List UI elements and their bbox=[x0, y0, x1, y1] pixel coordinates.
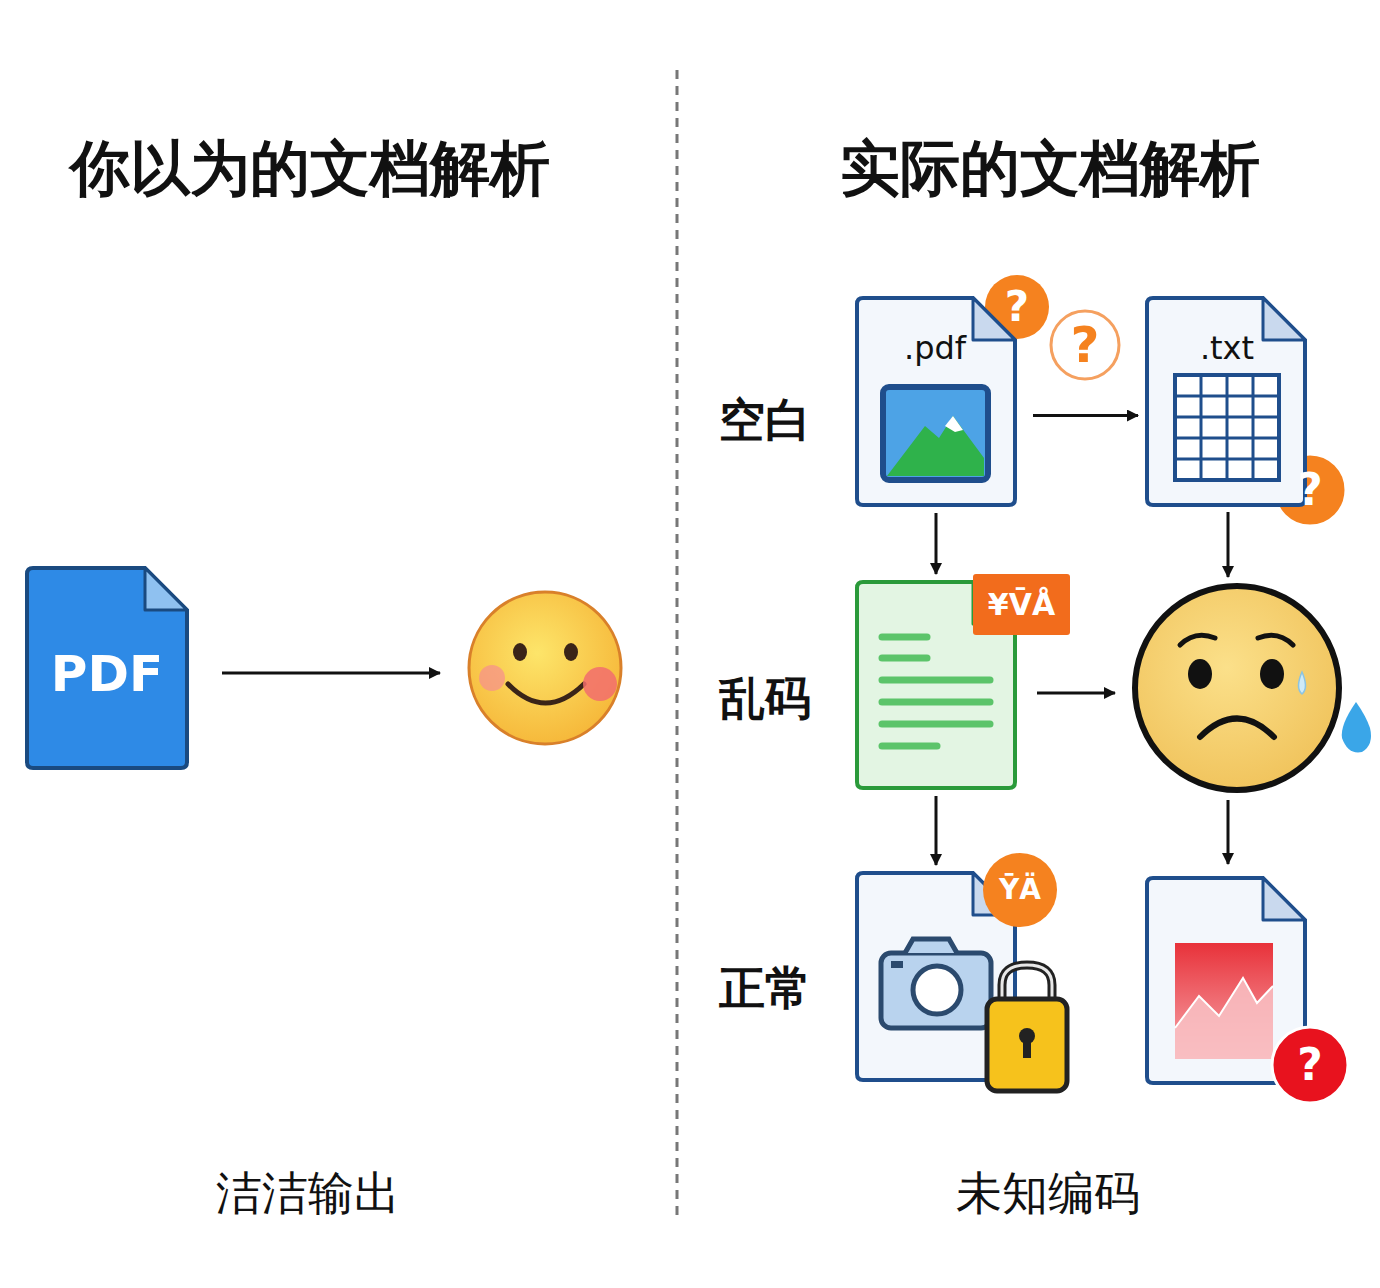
flow-arrow bbox=[222, 672, 440, 675]
question-mark: ? bbox=[1058, 318, 1112, 372]
node-label: .txt bbox=[1177, 328, 1277, 370]
panel-caption: 未知编码 bbox=[898, 1163, 1198, 1223]
row-label: 空白 bbox=[705, 390, 825, 450]
node-label: .pdf bbox=[885, 328, 985, 370]
txt-file-icon: .txt bbox=[1147, 298, 1305, 505]
node-outline bbox=[857, 298, 1015, 505]
text-file-icon: ¥V̄Å bbox=[857, 582, 1015, 788]
flow-arrow bbox=[1037, 692, 1115, 695]
garbled-badge: ȲÄ bbox=[983, 853, 1057, 927]
question-mark: ? bbox=[1284, 464, 1336, 516]
question-mark: ? bbox=[1284, 1039, 1336, 1091]
flow-arrow bbox=[1033, 414, 1138, 417]
panel-caption: 洁洁输出 bbox=[158, 1163, 458, 1223]
divider-line bbox=[676, 70, 679, 1222]
photo-file-icon: ȲÄ bbox=[857, 873, 1015, 1080]
pdf-file-icon: PDF bbox=[27, 568, 187, 768]
flow-arrow bbox=[1227, 512, 1230, 577]
question-mark: ? bbox=[992, 282, 1042, 332]
pdf-file-icon: .pdf bbox=[857, 298, 1015, 505]
garbled-badge: ¥V̄Å bbox=[973, 574, 1070, 635]
row-label: 乱码 bbox=[705, 668, 825, 728]
smiley-face bbox=[469, 592, 621, 744]
panel-title: 你以为的文档解析 bbox=[40, 128, 580, 208]
flow-arrow bbox=[1227, 800, 1230, 864]
question-badge bbox=[1272, 1027, 1348, 1103]
flow-arrow bbox=[935, 513, 938, 574]
flow-arrow bbox=[935, 796, 938, 865]
panel-title: 实际的文档解析 bbox=[800, 128, 1300, 208]
sad-face bbox=[1135, 586, 1371, 790]
node-outline bbox=[1147, 298, 1305, 505]
row-label: 正常 bbox=[705, 958, 825, 1018]
node-label: PDF bbox=[27, 644, 187, 704]
question-badge bbox=[1051, 311, 1119, 379]
